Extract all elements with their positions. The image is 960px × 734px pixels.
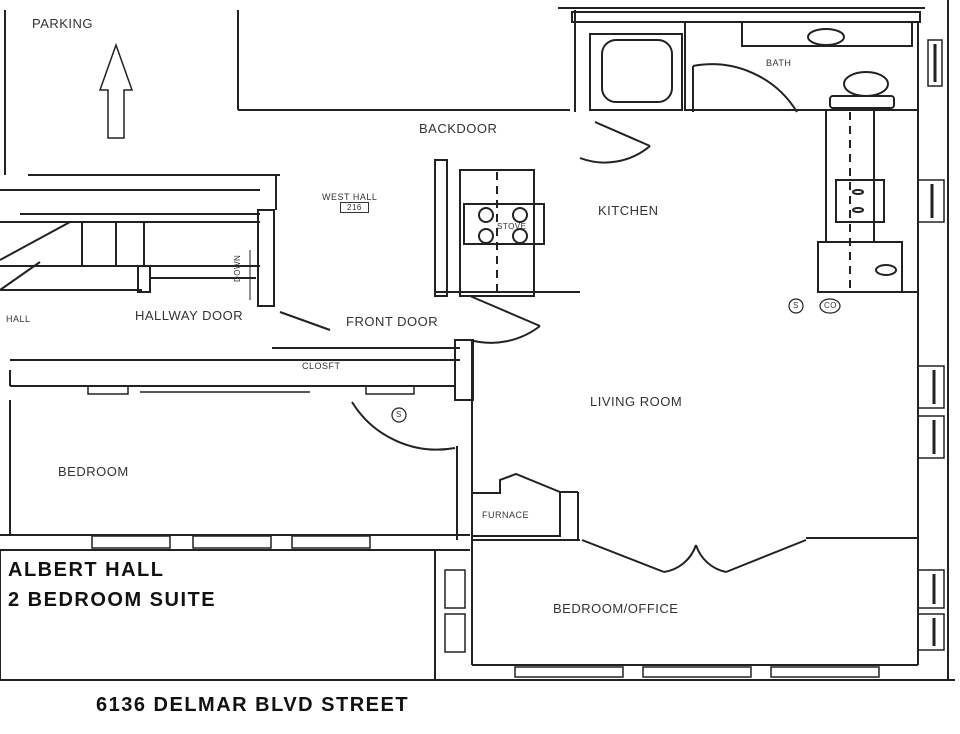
west-hall-label: WEST HALL bbox=[322, 192, 378, 202]
stove-label: STOVE bbox=[497, 222, 527, 231]
kitchen-label: KITCHEN bbox=[598, 203, 659, 218]
front-door-label: FRONT DOOR bbox=[346, 314, 439, 329]
parking-label: PARKING bbox=[32, 16, 94, 31]
backdoor-label: BACKDOOR bbox=[419, 121, 498, 136]
bath-label: BATH bbox=[766, 58, 792, 68]
building-title: ALBERT HALL bbox=[8, 559, 165, 581]
doors bbox=[272, 295, 541, 349]
living-room-label: LIVING ROOM bbox=[590, 394, 683, 409]
hallway-door-label: HALLWAY DOOR bbox=[135, 308, 244, 323]
hall-label: HALL bbox=[6, 314, 31, 324]
window bbox=[917, 39, 945, 651]
stair-area bbox=[0, 174, 280, 307]
closet-area bbox=[9, 339, 474, 451]
parking-arrow-icon bbox=[98, 42, 134, 139]
parking-area bbox=[4, 7, 925, 175]
smoke-detector-icon: S bbox=[793, 301, 799, 310]
kitchen-area bbox=[434, 10, 918, 297]
furnace-area bbox=[435, 340, 955, 681]
bath-area bbox=[571, 11, 921, 113]
west-hall-number: 216 bbox=[340, 202, 369, 213]
closet-label: CLOSFT bbox=[302, 361, 341, 371]
bedroom-office-label: BEDROOM/OFFICE bbox=[553, 601, 679, 616]
down-label: DOWN bbox=[233, 254, 242, 282]
smoke-detector-icon: S bbox=[396, 410, 402, 419]
suite-title: 2 BEDROOM SUITE bbox=[8, 589, 217, 611]
furnace-label: FURNACE bbox=[482, 510, 530, 520]
co-detector-icon: CO bbox=[824, 301, 837, 310]
address: 6136 DELMAR BLVD STREET bbox=[96, 694, 410, 716]
bedroom-label: BEDROOM bbox=[58, 464, 129, 479]
